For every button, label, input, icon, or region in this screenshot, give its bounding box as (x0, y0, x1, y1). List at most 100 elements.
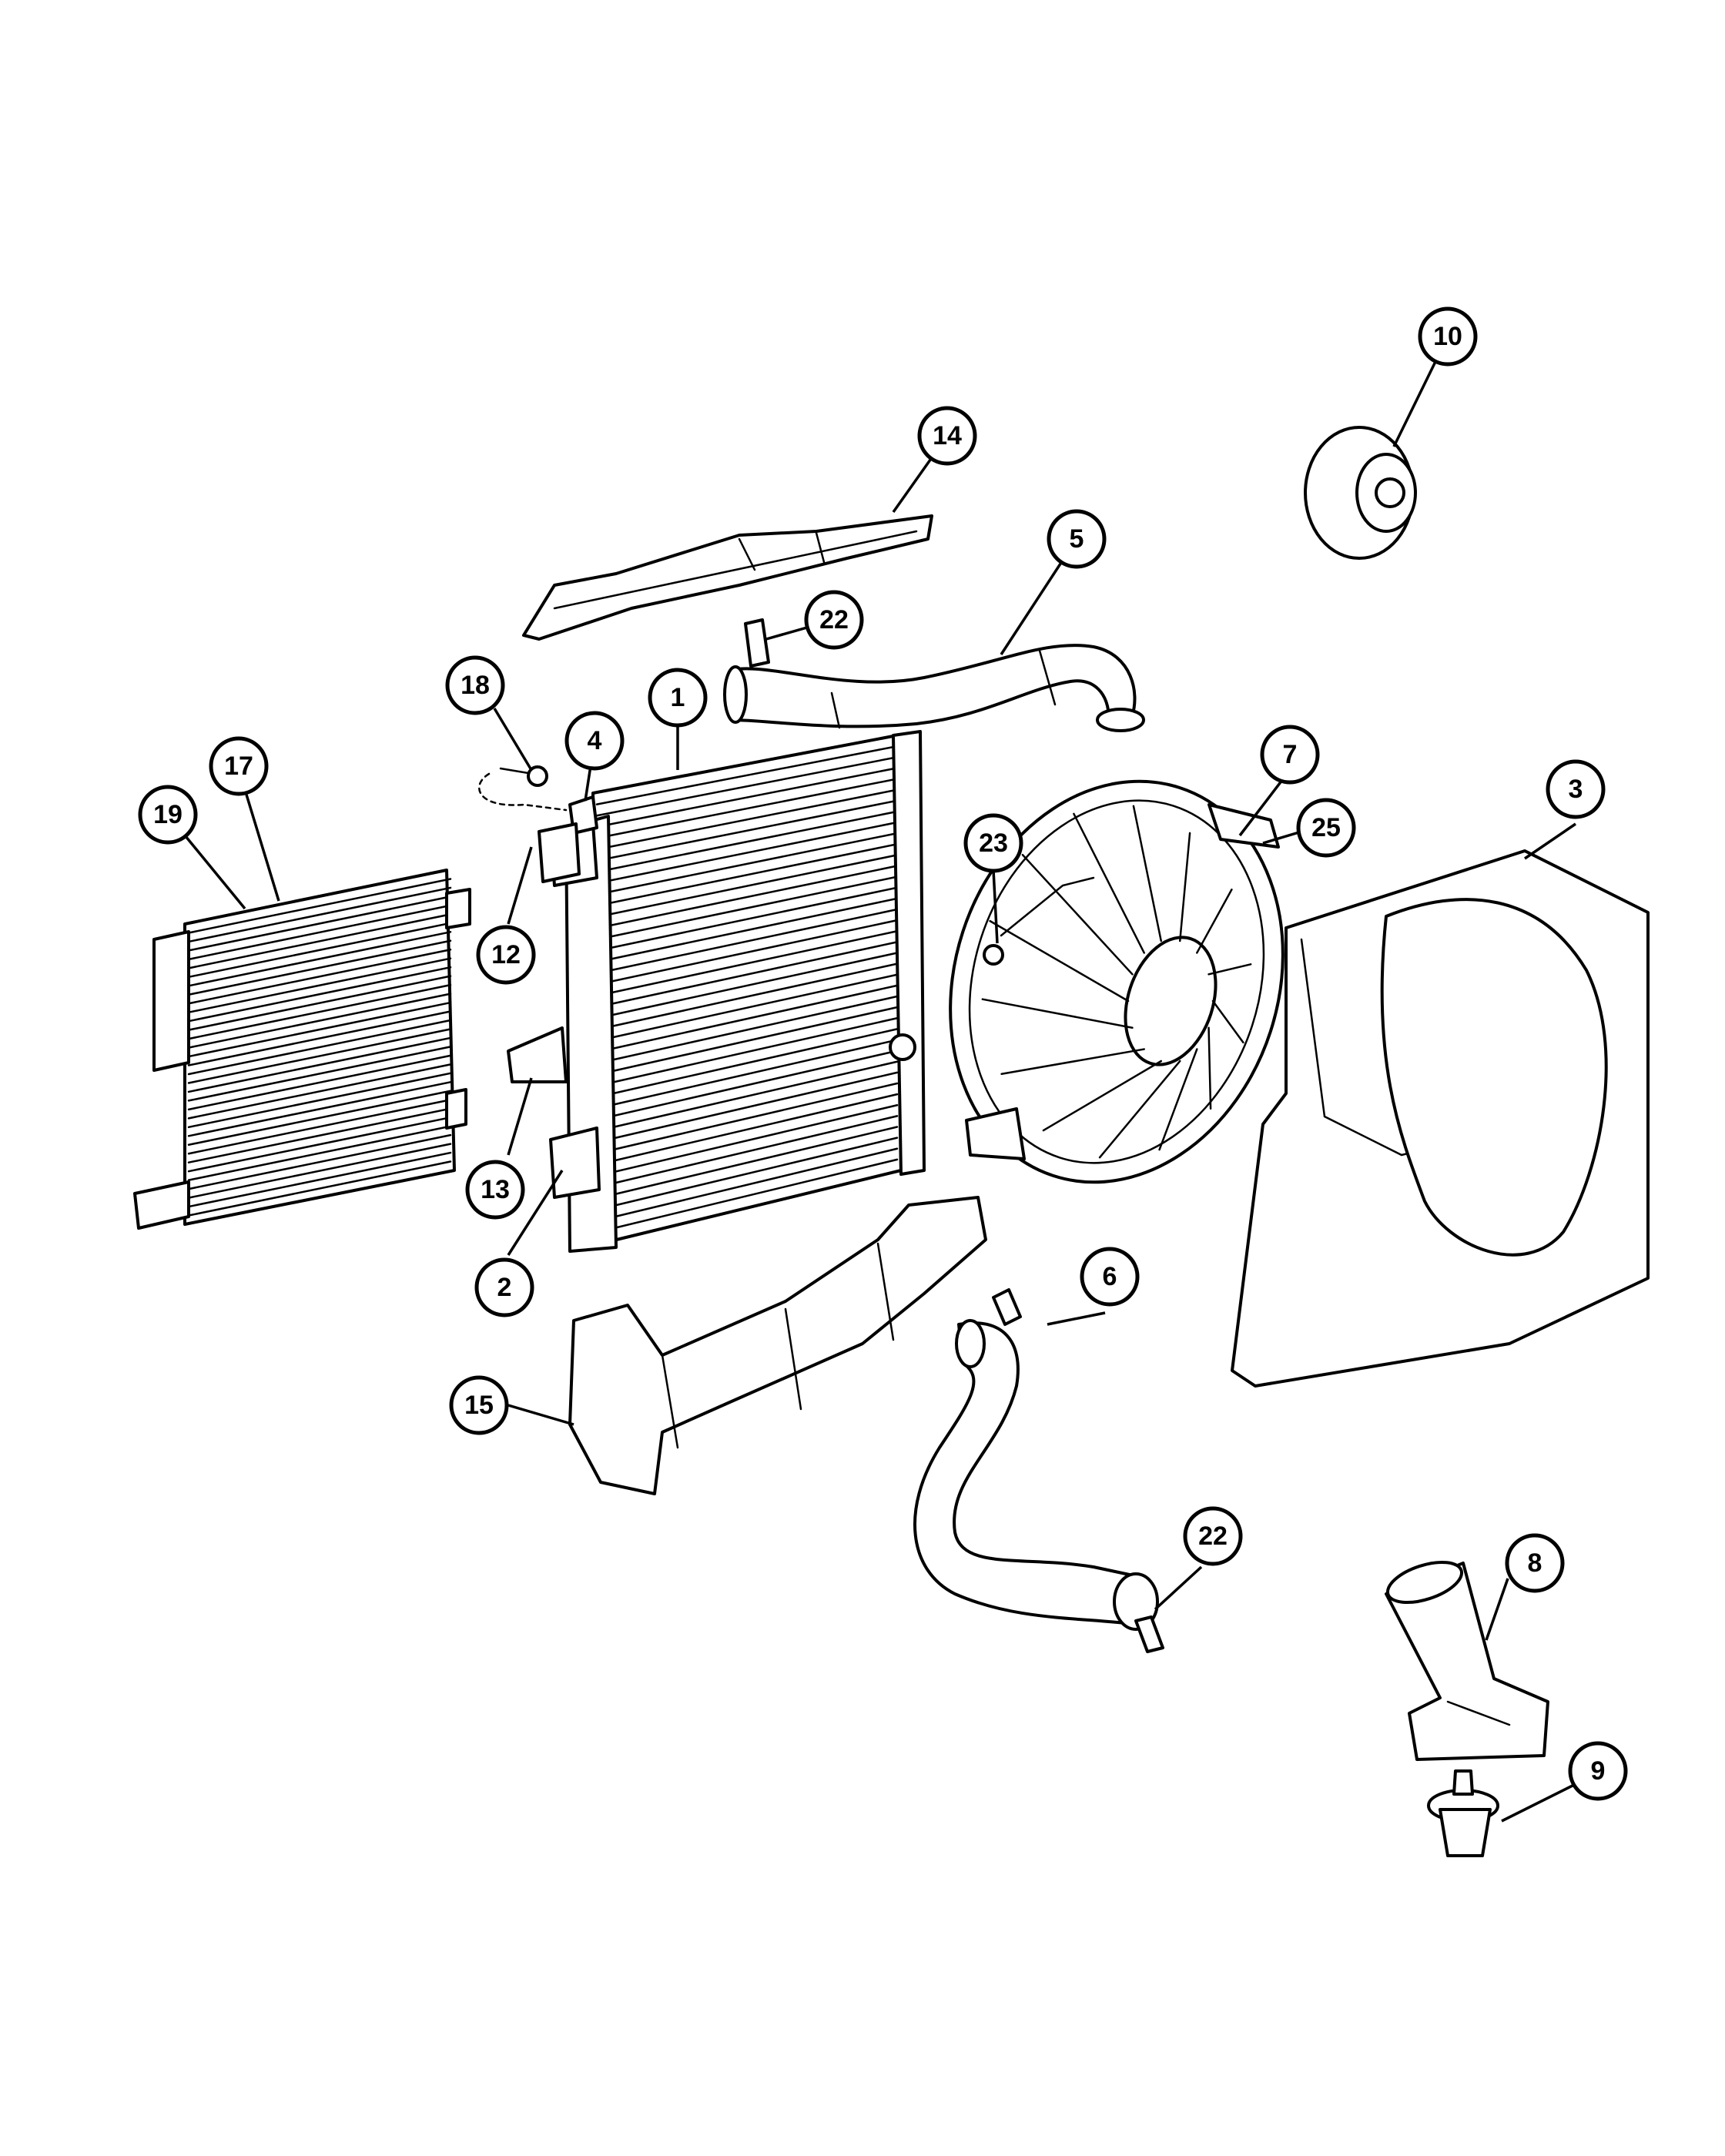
fin-line (595, 1071, 899, 1143)
upper-radiator-seal-part (522, 514, 933, 641)
fin-line (187, 1081, 452, 1137)
fin-line (187, 1133, 452, 1190)
fin-line (187, 966, 452, 1023)
ac-condenser-part (133, 869, 471, 1230)
callout-8: 8 (1505, 1533, 1565, 1593)
lower-isolator-part (549, 1127, 601, 1199)
fin-line (187, 1098, 452, 1155)
callout-number: 15 (464, 1391, 494, 1420)
lower-hose-clamp-part (992, 1288, 1164, 1653)
fin-line (1042, 1060, 1163, 1132)
callout-number: 5 (1070, 524, 1084, 554)
callout-19: 19 (138, 785, 198, 845)
fin-line (595, 941, 899, 1009)
thermostat-part (1427, 1769, 1499, 1857)
fin-line (595, 973, 899, 1042)
callout-12: 12 (476, 925, 536, 985)
fan-shroud-part (1231, 849, 1650, 1388)
fin-line (595, 984, 899, 1053)
callout-3: 3 (1546, 759, 1606, 819)
fin-line (187, 1046, 452, 1102)
fin-line (187, 931, 452, 987)
fin-line (187, 1125, 452, 1181)
callout-18: 18 (445, 655, 505, 715)
fin-line (595, 756, 899, 817)
fin-line (187, 957, 452, 1013)
fin-line (595, 1006, 899, 1076)
fin-line (187, 948, 452, 1005)
callout-number: 3 (1569, 775, 1583, 804)
fin-line (1132, 805, 1163, 942)
fin-line (595, 1158, 899, 1234)
fin-line (187, 1151, 452, 1208)
fin-line (187, 886, 452, 943)
fin-line (595, 886, 899, 952)
callout-17: 17 (209, 736, 269, 796)
fin-line (595, 1060, 899, 1132)
fin-line (595, 919, 899, 986)
callout-number: 25 (1311, 813, 1341, 842)
fin-line (595, 1028, 899, 1099)
fin-line (595, 1137, 899, 1211)
lower-air-deflector-part (568, 1196, 987, 1495)
fin-line (595, 854, 899, 919)
fin-line (187, 1143, 452, 1199)
callout-22b: 22 (1183, 1506, 1243, 1566)
callout-4: 4 (564, 711, 625, 771)
fin-line (595, 952, 899, 1019)
fin-line (1073, 812, 1145, 954)
callout-number: 4 (588, 726, 602, 755)
fin-line (989, 919, 1130, 1003)
callout-6: 6 (1080, 1247, 1140, 1307)
fin-line (595, 1115, 899, 1189)
fin-line (595, 1017, 899, 1087)
fin-line (595, 1093, 899, 1166)
callout-9: 9 (1568, 1741, 1628, 1801)
fin-line (595, 908, 899, 975)
fin-line (1208, 1026, 1212, 1110)
upper-isolator-part (538, 822, 581, 883)
fin-line (595, 810, 899, 873)
fin-line (187, 1054, 452, 1111)
bolt-part (478, 765, 568, 812)
fin-line (1021, 853, 1134, 976)
fin-line (595, 767, 899, 829)
callout-2: 2 (474, 1257, 534, 1317)
thermostat-housing-part (1385, 1560, 1549, 1761)
lower-radiator-hose-part (913, 1319, 1159, 1631)
fin-line (595, 930, 899, 997)
fin-line (595, 1104, 899, 1177)
callout-15: 15 (449, 1375, 509, 1435)
fin-line (187, 1028, 452, 1084)
callout-number: 19 (153, 800, 183, 829)
fin-line (1000, 1048, 1145, 1075)
fin-line (595, 1147, 899, 1222)
fin-line (595, 778, 899, 839)
fin-line (595, 1126, 899, 1200)
callout-number: 6 (1103, 1262, 1117, 1291)
callout-number: 2 (497, 1273, 512, 1302)
callout-number: 9 (1591, 1756, 1606, 1786)
callout-1: 1 (648, 668, 708, 728)
lower-bracket-part (507, 1026, 568, 1083)
fin-line (187, 1063, 452, 1120)
fin-line (981, 998, 1134, 1029)
fin-line (595, 1082, 899, 1155)
fin-line (187, 1107, 452, 1163)
fin-line (187, 939, 452, 996)
fin-line (595, 821, 899, 885)
fin-line (187, 896, 452, 952)
fin-line (187, 1019, 452, 1076)
fin-line (595, 843, 899, 907)
radiator-part (549, 730, 926, 1253)
fin-line (595, 897, 899, 963)
fin-line (595, 1050, 899, 1121)
fin-line (187, 1090, 452, 1147)
fin-line (595, 745, 899, 805)
callout-10: 10 (1418, 306, 1478, 367)
fin-line (187, 878, 452, 934)
fin-line (1208, 963, 1252, 976)
fin-line (1098, 1060, 1181, 1159)
callout-number: 22 (819, 605, 849, 634)
fin-line (187, 983, 452, 1040)
